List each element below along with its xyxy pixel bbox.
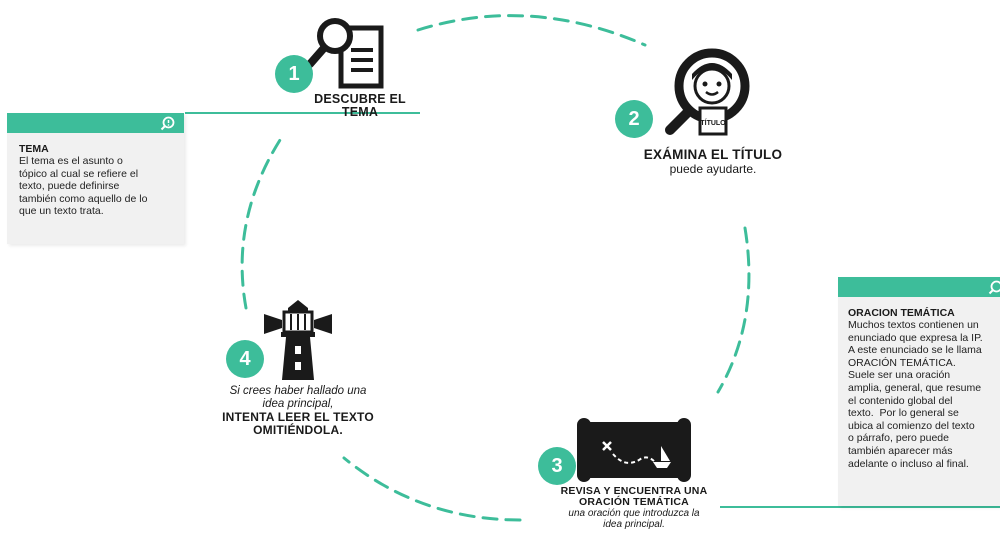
step-2-badge: 2 bbox=[615, 100, 653, 138]
step-3-sub-line2: idea principal. bbox=[603, 519, 665, 530]
arc-3-to-4 bbox=[342, 456, 522, 522]
step-1-title-line2: TEMA bbox=[341, 105, 379, 119]
step-3-title-line2: ORACIÓN TEMÁTICA bbox=[579, 496, 689, 508]
magnifier-face-icon: TÍTULO bbox=[665, 48, 750, 136]
step-3-title-line1: REVISA Y ENCUENTRA UNA bbox=[560, 485, 708, 497]
step-2-text: EXÁMINA EL TÍTULO puede ayudarte. bbox=[628, 147, 798, 176]
oracion-card: ORACION TEMÁTICA Muchos textos contienen… bbox=[838, 277, 1000, 506]
search-info-icon bbox=[160, 116, 175, 131]
step-4-sub-line1: Si crees haber hallado una bbox=[229, 385, 367, 397]
oracion-card-header bbox=[838, 277, 1000, 297]
arc-2-to-3 bbox=[716, 226, 751, 394]
tema-card-header bbox=[7, 113, 184, 133]
step-3-sub-line1: una oración que introduzca la bbox=[568, 508, 700, 519]
step-1-title-line1: DESCUBRE EL bbox=[314, 92, 406, 106]
oracion-card-title: ORACION TEMÁTICA bbox=[848, 307, 955, 319]
step-1-title: DESCUBRE EL TEMA bbox=[305, 93, 415, 119]
step-3-badge: 3 bbox=[538, 447, 576, 485]
step-4-badge: 4 bbox=[226, 340, 264, 378]
step-4-title-line2: OMITIÉNDOLA. bbox=[253, 423, 343, 437]
treasure-map-icon bbox=[577, 418, 691, 482]
step-1-badge: 1 bbox=[275, 55, 313, 93]
step-4-title-line1: INTENTA LEER EL TEXTO bbox=[222, 410, 374, 424]
lighthouse-icon bbox=[264, 300, 332, 380]
step-2-subtitle: puede ayudarte. bbox=[669, 162, 757, 176]
oracion-card-text: Muchos textos contienen un enunciado que… bbox=[848, 319, 983, 470]
tema-card-text: El tema es el asunto o tópico al cual se… bbox=[19, 155, 148, 218]
arc-4-to-1 bbox=[240, 138, 282, 310]
arc-1-to-2 bbox=[416, 14, 647, 47]
magnifier-document-icon bbox=[306, 18, 384, 89]
tema-card-title: TEMA bbox=[19, 143, 49, 155]
step-4-text: Si crees haber hallado una idea principa… bbox=[200, 385, 396, 437]
step-3-text: REVISA Y ENCUENTRA UNA ORACIÓN TEMÁTICA … bbox=[535, 485, 733, 531]
tema-card: TEMA El tema es el asunto o tópico al cu… bbox=[7, 113, 184, 244]
step-2-title: EXÁMINA EL TÍTULO bbox=[643, 147, 783, 162]
step-4-sub-line2: idea principal, bbox=[262, 398, 334, 410]
search-info-icon bbox=[988, 280, 1000, 295]
titulo-label: TÍTULO bbox=[700, 118, 726, 127]
